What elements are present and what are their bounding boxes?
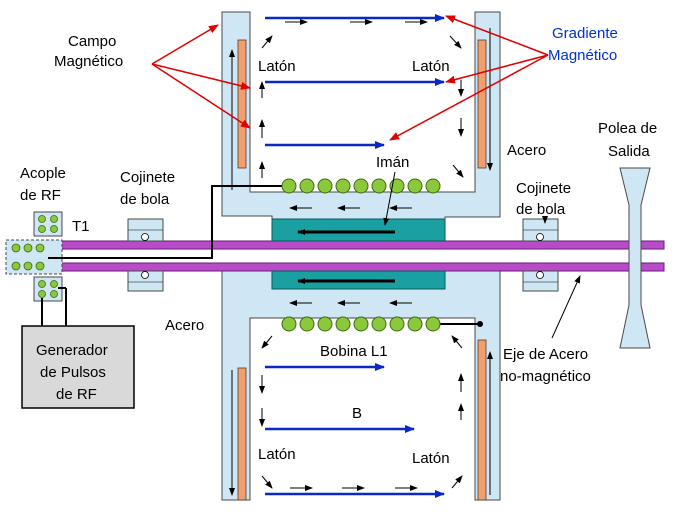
label-laton-top-left: Latón xyxy=(258,58,296,75)
rf-coupler-main xyxy=(5,239,63,275)
label-iman: Imán xyxy=(376,154,409,171)
flux-arrow-top-diag-right xyxy=(449,35,462,49)
flux-arrow-bottom-diag-lower-right xyxy=(451,475,463,489)
shaft-top xyxy=(7,240,665,250)
magnet-block-top xyxy=(271,218,446,242)
label-laton-bottom-right: Latón xyxy=(412,450,450,467)
flux-arrow-top-diag-lower-right xyxy=(452,164,464,178)
label-cojinete-right-line1: Cojinete xyxy=(516,180,571,197)
label-generador-line1: Generador xyxy=(36,342,108,359)
brass-plate-bottom-right xyxy=(477,339,487,501)
rf-coupler-lower xyxy=(33,276,63,302)
label-bobina: Bobina L1 xyxy=(320,343,388,360)
label-generador-line3: de RF xyxy=(56,386,97,403)
label-campo-line2: Magnético xyxy=(54,53,123,70)
label-polea-line1: Polea de xyxy=(598,120,657,137)
brass-plate-top-left xyxy=(237,39,247,169)
pointer-gradiente-3 xyxy=(389,54,549,141)
flux-arrow-bottom-diag-right xyxy=(451,335,463,349)
flux-arrow-bottom-diag-lower-left xyxy=(261,475,273,489)
coil-lead-terminal xyxy=(477,321,483,327)
flux-arrow-top-diag-left xyxy=(261,35,273,49)
coil-lead-wire-top xyxy=(48,185,283,259)
pointer-campo-3 xyxy=(151,63,251,129)
brass-plate-bottom-left xyxy=(237,367,247,501)
label-acople-line2: de RF xyxy=(20,187,61,204)
output-pulley xyxy=(619,167,651,349)
label-polea-line2: Salida xyxy=(608,143,650,160)
label-t1: T1 xyxy=(72,218,90,235)
label-cojinete-left-line2: de bola xyxy=(120,191,170,208)
bearing-left-top xyxy=(127,218,164,242)
label-acero-right: Acero xyxy=(507,142,546,159)
flux-arrow-bottom-diag-left xyxy=(261,335,273,349)
pointer-eje xyxy=(551,275,581,339)
label-acople-line1: Acople xyxy=(20,165,66,182)
label-gradiente-line1: Gradiente xyxy=(552,25,618,42)
bearing-right-top xyxy=(522,218,559,242)
label-cojinete-left-line1: Cojinete xyxy=(120,169,175,186)
label-generador-line2: de Pulsos xyxy=(40,364,106,381)
bearing-right-bottom xyxy=(522,270,559,292)
label-gradiente-line2: Magnético xyxy=(548,47,617,64)
label-b-field: B xyxy=(352,405,362,422)
pointer-gradiente-1 xyxy=(445,15,549,56)
label-laton-bottom-left: Latón xyxy=(258,446,296,463)
pointer-campo-2 xyxy=(151,63,251,90)
bearing-left-bottom xyxy=(127,270,164,292)
label-eje-line2: no-magnético xyxy=(500,368,591,385)
label-laton-top-right: Latón xyxy=(412,58,450,75)
pointer-iman xyxy=(383,171,396,226)
label-acero-left: Acero xyxy=(165,317,204,334)
coil-top xyxy=(281,178,441,194)
coil-bottom xyxy=(281,316,441,332)
label-campo-line1: Campo xyxy=(68,33,116,50)
brass-plate-top-right xyxy=(477,39,487,169)
shaft-bottom xyxy=(7,262,665,272)
steel-housing-top xyxy=(221,11,501,241)
pointer-gradiente-2 xyxy=(445,54,549,84)
label-cojinete-right-line2: de bola xyxy=(516,201,566,218)
steel-housing-bottom xyxy=(221,269,501,501)
pointer-campo-1 xyxy=(151,24,219,65)
rf-coupler-t1 xyxy=(33,211,63,237)
rf-pulse-generator xyxy=(21,325,135,409)
label-eje-line1: Eje de Acero xyxy=(503,346,588,363)
